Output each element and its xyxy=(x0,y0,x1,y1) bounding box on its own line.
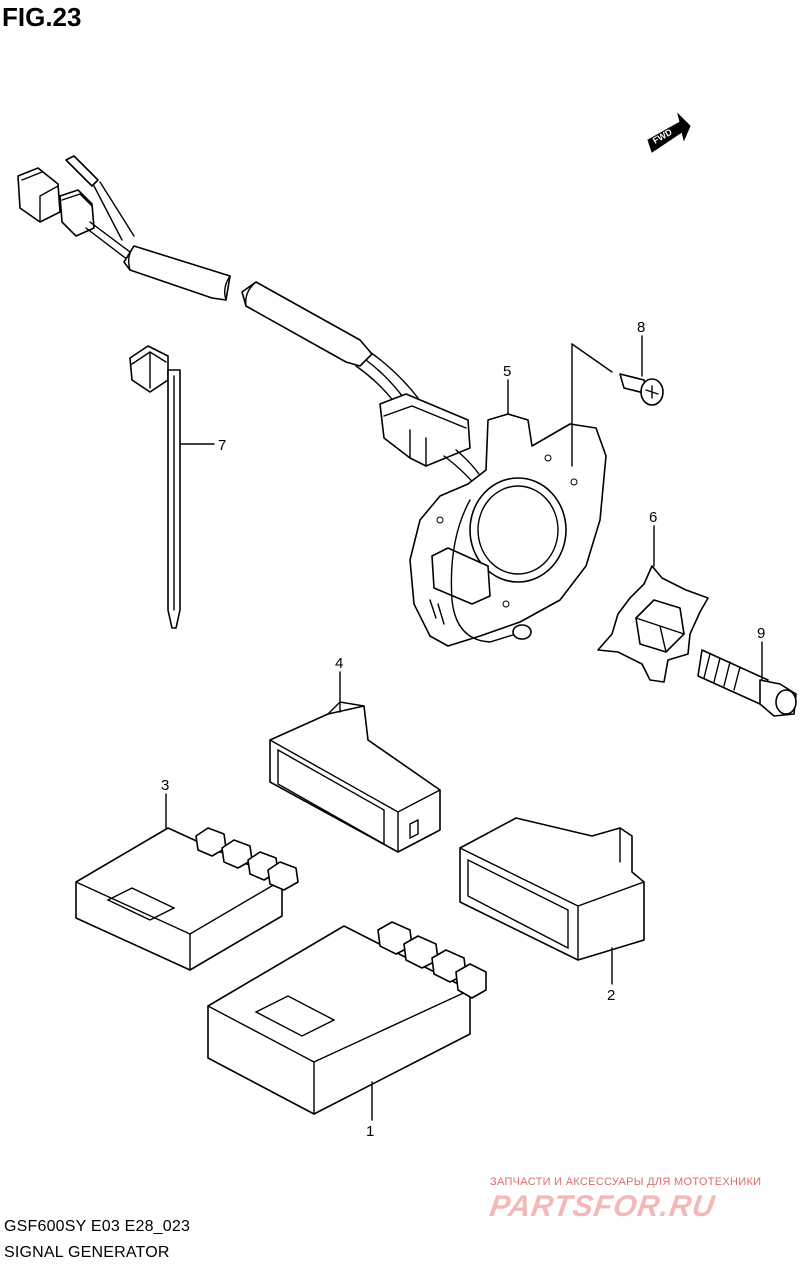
diagram-code: GSF600SY E03 E28_023 xyxy=(4,1218,191,1235)
ignitor-3 xyxy=(75,827,299,971)
watermark-logo: PARTSFOR.RU xyxy=(487,1190,718,1223)
diagram-title: SIGNAL GENERATOR xyxy=(4,1244,170,1261)
cable-tie xyxy=(129,345,181,629)
callout-8: 8 xyxy=(637,319,645,336)
clamp-4 xyxy=(269,701,441,853)
callout-2: 2 xyxy=(607,987,615,1004)
figure-title: FIG.23 xyxy=(2,2,82,32)
rotor xyxy=(597,565,709,683)
callout-6: 6 xyxy=(649,509,657,526)
callout-1: 1 xyxy=(366,1123,374,1140)
callout-4: 4 xyxy=(335,655,343,672)
wiring-harness xyxy=(17,155,491,497)
bolt-9 xyxy=(697,649,797,717)
callout-7: 7 xyxy=(218,437,226,454)
signal-generator xyxy=(409,413,607,647)
watermark-tagline: ЗАПЧАСТИ И АКСЕССУАРЫ ДЛЯ МОТОТЕХНИКИ xyxy=(490,1176,762,1188)
fwd-arrow-icon: FWD xyxy=(647,112,691,153)
clamp-2 xyxy=(459,817,645,961)
leader-lines xyxy=(165,335,763,1121)
screw-8 xyxy=(571,343,664,467)
ignitor-1 xyxy=(207,921,487,1115)
callout-9: 9 xyxy=(757,625,765,642)
callout-5: 5 xyxy=(503,363,511,380)
callout-3: 3 xyxy=(161,777,169,794)
